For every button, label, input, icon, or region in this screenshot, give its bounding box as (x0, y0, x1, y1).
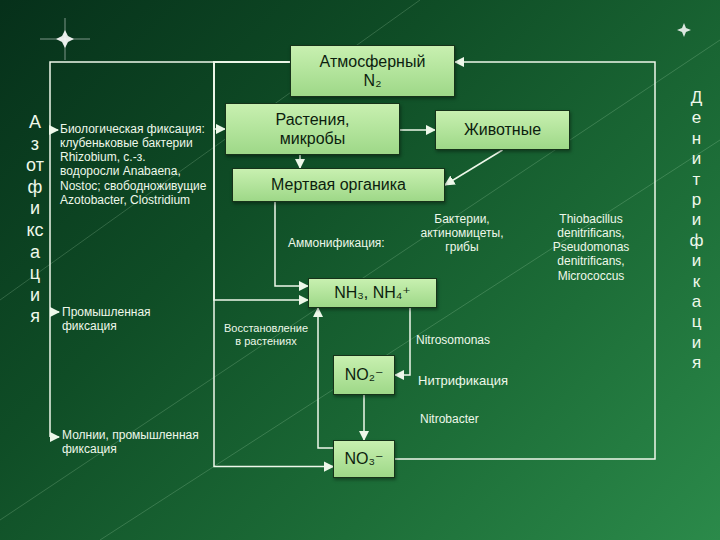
annotation: Восстановление в растениях (222, 322, 310, 348)
connector-arrow (318, 308, 333, 448)
box-text: NO₂⁻ (345, 365, 384, 384)
bracket-arrow (50, 436, 59, 438)
connector-arrow (299, 155, 301, 168)
process-box: Животные (435, 110, 570, 150)
vertical-heading: Денитрификация (688, 88, 705, 373)
box-text: Мертвая органика (271, 175, 406, 194)
connector-arrow (400, 129, 435, 131)
connector-arrow (445, 150, 503, 185)
box-text: Растения, микробы (258, 110, 368, 148)
box-text: Атмосферный N₂ (313, 52, 433, 90)
box-text: Животные (464, 120, 541, 139)
sparkle-ray (65, 18, 66, 60)
streak (0, 40, 720, 520)
process-box: NH₃, NH₄⁺ (308, 278, 437, 308)
process-box: Мертвая органика (232, 168, 445, 202)
connector-arrow (395, 308, 410, 375)
annotation: Нитрификация (418, 373, 508, 388)
bracket-line (50, 62, 214, 437)
bracket-arrow (50, 129, 58, 131)
edge-label: Nitrobacter (420, 412, 479, 426)
streak (100, 140, 720, 540)
annotation: Промышленная фиксация (62, 305, 202, 333)
process-box: NO₃⁻ (333, 440, 395, 478)
annotation: Молнии, промышленная фиксация (62, 428, 210, 456)
annotation: Биологическая фиксация: клубеньковые бак… (60, 122, 208, 207)
vertical-heading: Азотфиксация (26, 112, 44, 328)
sparkle-star (677, 23, 691, 37)
process-box: Атмосферный N₂ (290, 45, 455, 97)
process-box: NO₂⁻ (333, 355, 395, 395)
edge-label: Nitrosomonas (416, 333, 490, 347)
annotation: Бактерии, актиномицеты, грибы (412, 212, 512, 254)
sparkle (40, 18, 90, 60)
box-text: NH₃, NH₄⁺ (334, 283, 411, 302)
fixation-bracket (50, 62, 214, 437)
connector-arrow (363, 395, 365, 440)
annotation: Thiobacillus denitrificans, Pseudomonas … (535, 212, 647, 283)
connector-arrow (395, 62, 655, 459)
process-box: Растения, микробы (225, 103, 400, 155)
box-text: NO₃⁻ (345, 449, 384, 468)
annotation: Аммонификация: (288, 236, 385, 250)
sparkle (677, 23, 691, 37)
bracket-arrow (50, 311, 59, 313)
